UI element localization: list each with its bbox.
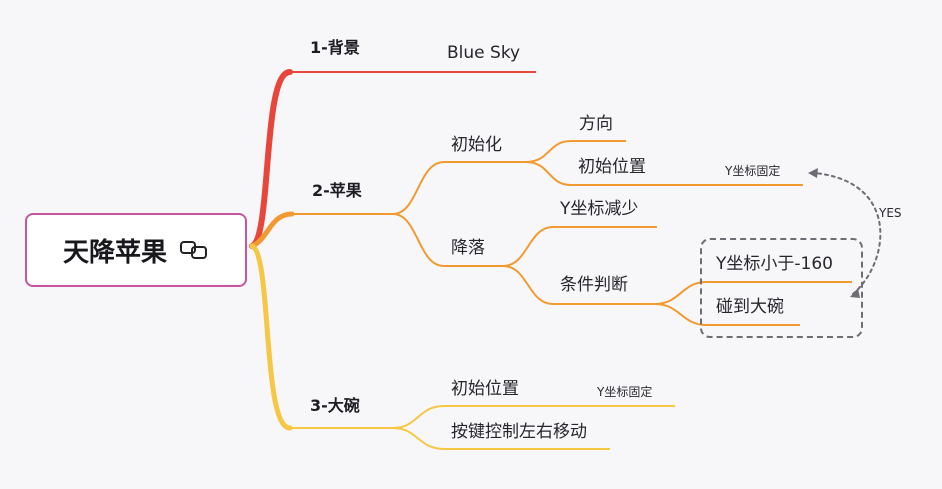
root-title: 天降苹果 [62,237,167,268]
relationship-label-yes[interactable]: YES [879,206,902,220]
connector-init-to-position [525,161,572,186]
relationship-arrow [814,172,882,295]
connector-condition-to-hit [654,303,707,326]
relationship-arrowhead-bottom [850,288,860,298]
subtopic-y-decrease[interactable]: Y坐标减少 [560,199,639,219]
subtopic-keys[interactable]: 按键控制左右移动 [451,422,587,442]
note-y-fixed-bowl: Y坐标固定 [597,385,653,399]
connector-init-to-direction [525,140,572,163]
subtopic-blue-sky[interactable]: Blue Sky [447,43,521,63]
subtopic-fall[interactable]: 降落 [451,238,485,258]
root-topic[interactable]: 天降苹果 [25,213,247,287]
topic-background[interactable]: 1-背景 [310,38,360,57]
subtopic-bowl-position[interactable]: 初始位置 [451,379,519,399]
connector-fall-to-ydecrease [502,226,554,267]
relationship-arrowhead-top [808,168,818,178]
connector-fall-to-condition [502,265,554,305]
link-icon[interactable] [179,239,209,261]
condition-y-less-than[interactable]: Y坐标小于-160 [716,254,833,274]
connector-root-to-background [249,69,293,249]
note-y-fixed-apple: Y坐标固定 [725,164,781,178]
connector-bowl-to-keys [392,427,445,450]
condition-boundary[interactable] [700,238,863,338]
subtopic-condition[interactable]: 条件判断 [560,275,628,295]
topic-apple[interactable]: 2-苹果 [312,181,362,200]
connector-root-to-apple [249,211,295,249]
connector-apple-to-fall [392,213,445,267]
connector-apple-to-init [392,161,445,215]
connector-root-to-bowl [249,243,293,431]
condition-hit-bowl[interactable]: 碰到大碗 [716,297,784,317]
topic-bowl[interactable]: 3-大碗 [310,396,360,415]
subtopic-direction[interactable]: 方向 [579,114,613,134]
subtopic-init[interactable]: 初始化 [451,135,502,155]
subtopic-init-position[interactable]: 初始位置 [578,157,646,177]
connector-bowl-to-position [392,405,445,429]
connector-condition-to-y [654,281,707,305]
